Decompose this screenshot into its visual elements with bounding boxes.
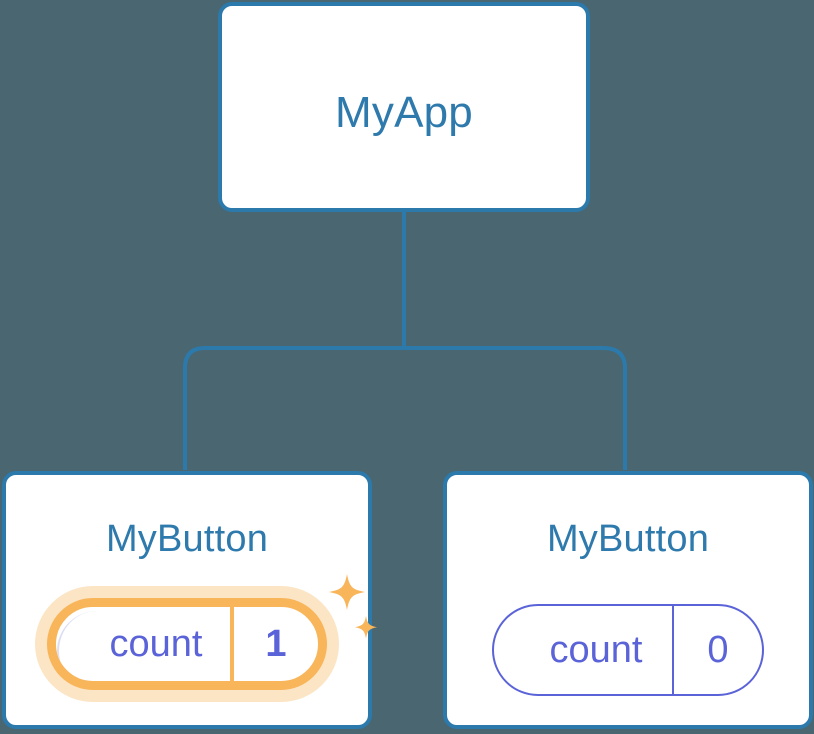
state-pill-left[interactable]: count 1 (35, 574, 377, 702)
state-pill-body-left[interactable]: count 1 (47, 598, 327, 690)
sparkle-small-icon (355, 616, 377, 639)
state-pill-right[interactable]: count 0 (492, 604, 764, 696)
node-card-myapp[interactable]: MyApp (218, 2, 590, 212)
state-value-left: 1 (230, 607, 318, 681)
node-card-mybutton-right[interactable]: MyButton count 0 (443, 471, 813, 729)
node-title-myapp: MyApp (335, 88, 473, 137)
edge-branch-bar (183, 346, 627, 470)
state-pill-body-right[interactable]: count 0 (492, 604, 764, 696)
state-pill-inner-outline (57, 611, 119, 681)
state-key-right: count (549, 629, 643, 671)
node-title-mybutton-right: MyButton (546, 518, 710, 560)
sparkle-large-icon (329, 574, 365, 610)
node-card-mybutton-left[interactable]: MyButton count 1 (2, 471, 377, 729)
state-value-right: 0 (672, 606, 762, 694)
state-key-left: count (109, 623, 203, 665)
node-title-mybutton-left: MyButton (105, 518, 269, 560)
